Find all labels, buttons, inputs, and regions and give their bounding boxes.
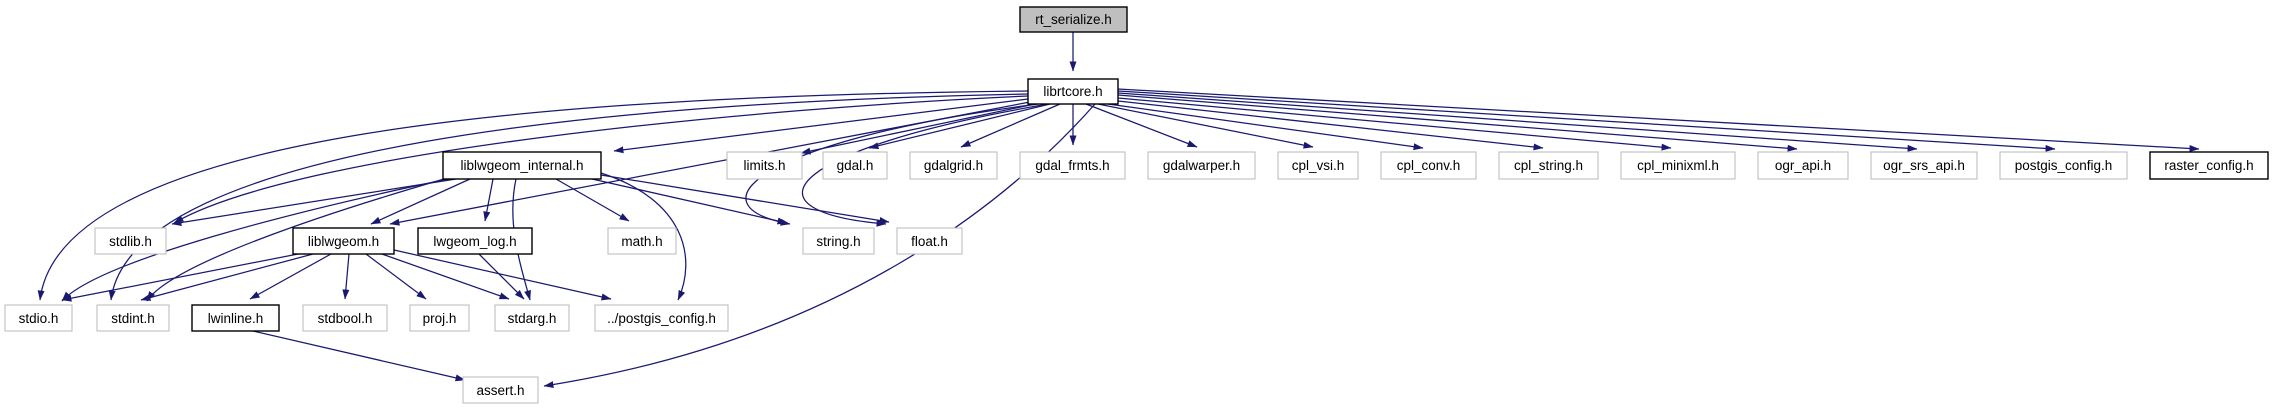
node-label: postgis_config.h — [2015, 158, 2113, 173]
node-box — [1620, 151, 1736, 180]
node-box — [1147, 151, 1256, 180]
node-box — [96, 304, 170, 332]
node-box — [1498, 151, 1599, 180]
node-box — [594, 304, 729, 332]
node-label: assert.h — [476, 383, 524, 398]
node-box — [1757, 151, 1849, 180]
node-rt-serialize-h: rt_serialize.h — [1019, 6, 1128, 33]
node-box — [1380, 151, 1477, 180]
node-box — [417, 227, 533, 255]
node-label: limits.h — [743, 158, 785, 173]
node-label: string.h — [816, 234, 860, 249]
node-math-h: math.h — [607, 227, 677, 255]
node-label: rt_serialize.h — [1035, 12, 1112, 27]
node-label: stdio.h — [19, 311, 59, 326]
node-label: cpl_minixml.h — [1637, 158, 1719, 173]
node-label: proj.h — [423, 311, 457, 326]
dependency-edges — [37, 32, 2200, 388]
node-ogr-api-h: ogr_api.h — [1757, 151, 1849, 180]
node-box — [2149, 151, 2269, 180]
node-gdalgrid-h: gdalgrid.h — [909, 151, 998, 180]
node-box — [292, 227, 395, 255]
node-box — [94, 227, 167, 255]
node-label: liblwgeom_internal.h — [460, 158, 583, 173]
node-label: float.h — [911, 234, 948, 249]
node-box — [896, 227, 963, 255]
node-label: stdarg.h — [508, 311, 557, 326]
node-stdio-h: stdio.h — [4, 304, 73, 332]
node-box — [191, 304, 280, 332]
node-label: liblwgeom.h — [308, 234, 379, 249]
node-stdarg-h: stdarg.h — [494, 304, 570, 332]
node-float-h: float.h — [896, 227, 963, 255]
node-stdlib-h: stdlib.h — [94, 227, 167, 255]
node-assert-h: assert.h — [462, 376, 539, 404]
node-stdbool-h: stdbool.h — [302, 304, 388, 332]
node-box — [409, 304, 470, 332]
node-label: gdalgrid.h — [924, 158, 983, 173]
node-label: stdint.h — [111, 311, 155, 326]
node-label: librtcore.h — [1043, 84, 1102, 99]
node-label: ogr_api.h — [1775, 158, 1831, 173]
node-lwgeom-log-h[interactable]: lwgeom_log.h — [417, 227, 533, 255]
node-label: lwinline.h — [208, 311, 264, 326]
node-label: raster_config.h — [2164, 158, 2253, 173]
node-box — [1019, 6, 1128, 33]
node-raster-config-h[interactable]: raster_config.h — [2149, 151, 2269, 180]
node-label: ../postgis_config.h — [607, 311, 716, 326]
node-limits-h: limits.h — [726, 151, 803, 180]
node-gdal-frmts-h: gdal_frmts.h — [1019, 151, 1126, 180]
node-postgis-config-h: postgis_config.h — [1999, 151, 2128, 180]
node-box — [1870, 151, 1978, 180]
node-librtcore-h[interactable]: librtcore.h — [1027, 78, 1119, 105]
node-cpl-string-h: cpl_string.h — [1498, 151, 1599, 180]
node-label: lwgeom_log.h — [433, 234, 516, 249]
node-cpl-vsi-h: cpl_vsi.h — [1277, 151, 1359, 180]
node-box — [462, 376, 539, 404]
node-box — [822, 151, 888, 180]
node-box — [1027, 78, 1119, 105]
node-box — [1019, 151, 1126, 180]
node-box — [4, 304, 73, 332]
node-box — [802, 227, 875, 255]
node-liblwgeom-internal-h[interactable]: liblwgeom_internal.h — [442, 151, 602, 180]
node-label: ogr_srs_api.h — [1883, 158, 1965, 173]
node-box — [909, 151, 998, 180]
node-label: gdal.h — [837, 158, 874, 173]
node-box — [302, 304, 388, 332]
node-cpl-minixml-h: cpl_minixml.h — [1620, 151, 1736, 180]
node-box — [607, 227, 677, 255]
node-gdal-h: gdal.h — [822, 151, 888, 180]
node-box — [726, 151, 803, 180]
node-dotdot-postgis-config-h: ../postgis_config.h — [594, 304, 729, 332]
node-gdalwarper-h: gdalwarper.h — [1147, 151, 1256, 180]
node-ogr-srs-api-h: ogr_srs_api.h — [1870, 151, 1978, 180]
node-label: cpl_string.h — [1514, 158, 1583, 173]
node-cpl-conv-h: cpl_conv.h — [1380, 151, 1477, 180]
node-proj-h: proj.h — [409, 304, 470, 332]
node-label: gdalwarper.h — [1163, 158, 1240, 173]
node-label: stdlib.h — [109, 234, 152, 249]
node-label: stdbool.h — [318, 311, 373, 326]
node-label: cpl_conv.h — [1397, 158, 1461, 173]
node-label: gdal_frmts.h — [1035, 158, 1109, 173]
node-label: math.h — [621, 234, 662, 249]
node-liblwgeom-h[interactable]: liblwgeom.h — [292, 227, 395, 255]
node-stdint-h: stdint.h — [96, 304, 170, 332]
node-box — [1999, 151, 2128, 180]
node-box — [494, 304, 570, 332]
node-lwinline-h[interactable]: lwinline.h — [191, 304, 280, 332]
node-label: cpl_vsi.h — [1292, 158, 1345, 173]
node-box — [1277, 151, 1359, 180]
node-box — [442, 151, 602, 180]
node-string-h: string.h — [802, 227, 875, 255]
